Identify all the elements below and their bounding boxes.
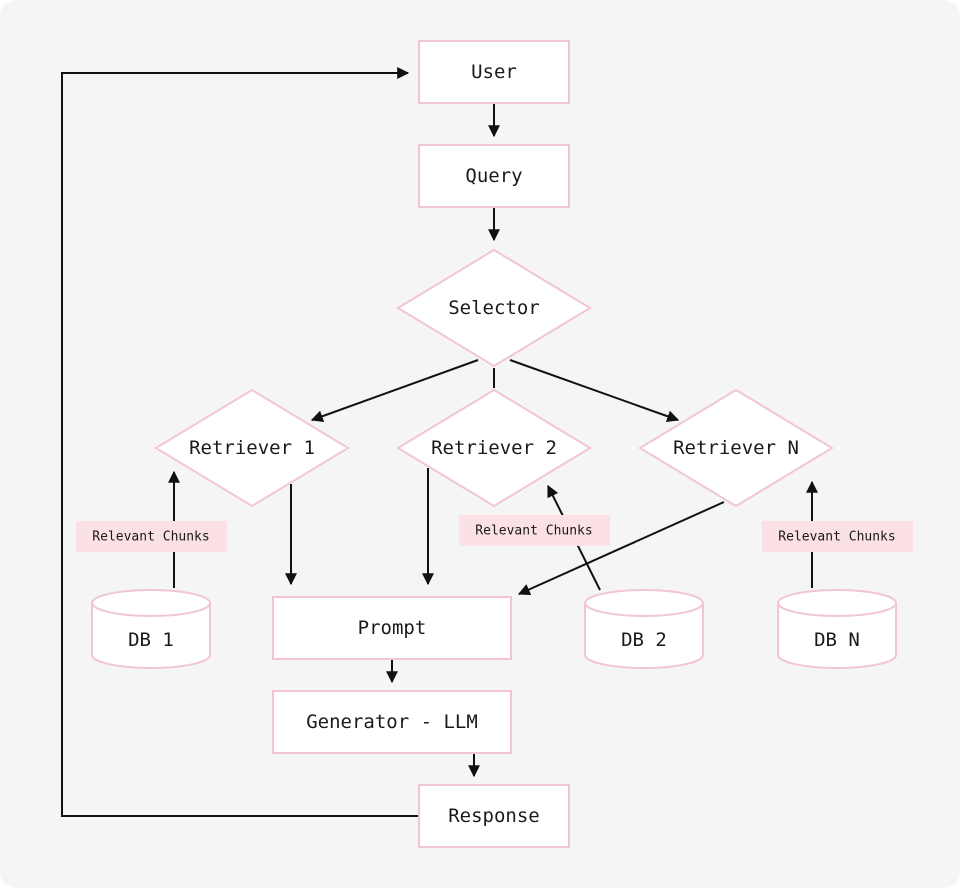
edge-label-chunks-2-text: Relevant Chunks bbox=[475, 524, 592, 539]
edge-label-chunks-n-text: Relevant Chunks bbox=[778, 530, 895, 545]
node-db-1[interactable]: DB 1 bbox=[91, 589, 211, 669]
edge-label-chunks-2: Relevant Chunks bbox=[459, 515, 610, 546]
node-retriever-2-label: Retriever 2 bbox=[431, 437, 557, 459]
node-user-label: User bbox=[471, 61, 517, 83]
edge-selector-retriever-1 bbox=[310, 359, 479, 422]
edge-response-user-loop bbox=[61, 67, 419, 817]
node-retriever-n[interactable]: Retriever N bbox=[638, 388, 834, 508]
edge-selector-retriever-n bbox=[509, 359, 680, 423]
node-selector-label: Selector bbox=[448, 297, 540, 319]
node-db-n-label: DB N bbox=[814, 629, 860, 651]
node-generator-label: Generator - LLM bbox=[306, 711, 478, 733]
node-response-label: Response bbox=[448, 805, 540, 827]
node-retriever-1[interactable]: Retriever 1 bbox=[154, 388, 350, 508]
node-db-n[interactable]: DB N bbox=[777, 589, 897, 669]
node-user[interactable]: User bbox=[418, 40, 570, 104]
node-prompt-label: Prompt bbox=[358, 617, 427, 639]
edge-label-chunks-1-text: Relevant Chunks bbox=[92, 530, 209, 545]
node-query[interactable]: Query bbox=[418, 144, 570, 208]
node-retriever-1-label: Retriever 1 bbox=[189, 437, 315, 459]
node-prompt[interactable]: Prompt bbox=[272, 596, 512, 660]
node-db-1-label: DB 1 bbox=[128, 629, 174, 651]
edge-label-chunks-1: Relevant Chunks bbox=[76, 521, 227, 552]
node-retriever-n-label: Retriever N bbox=[673, 437, 799, 459]
node-response[interactable]: Response bbox=[418, 784, 570, 848]
node-selector[interactable]: Selector bbox=[396, 248, 592, 368]
node-retriever-2[interactable]: Retriever 2 bbox=[396, 388, 592, 508]
edge-label-chunks-n: Relevant Chunks bbox=[762, 521, 913, 552]
node-generator[interactable]: Generator - LLM bbox=[272, 690, 512, 754]
node-db-2-label: DB 2 bbox=[621, 629, 667, 651]
node-query-label: Query bbox=[465, 165, 522, 187]
node-db-2[interactable]: DB 2 bbox=[584, 589, 704, 669]
edge-retriever-n-prompt bbox=[517, 501, 725, 596]
